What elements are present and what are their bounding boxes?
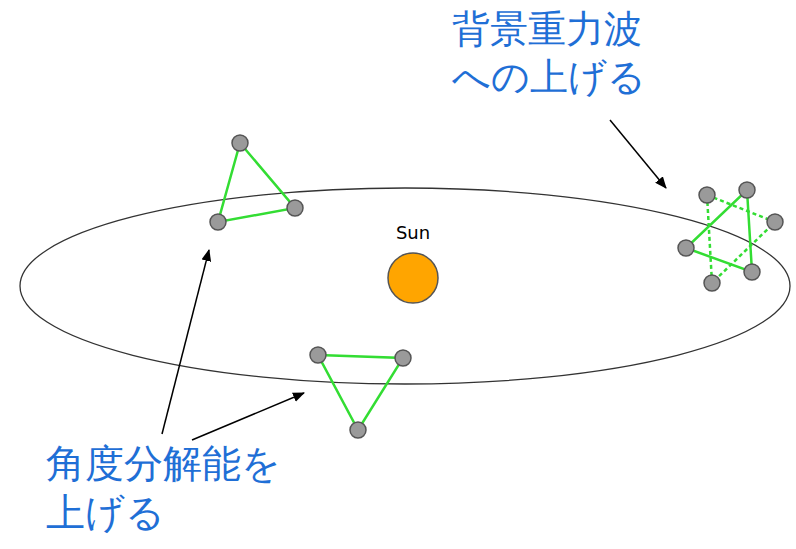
annotation-label: 背景重力波 への上げる (452, 6, 665, 101)
leader-arrow (162, 120, 666, 440)
sun-node: Sun (373, 222, 453, 306)
spacecraft-hexagram (686, 190, 775, 283)
sun-circle (385, 250, 441, 306)
orbit-ellipse (20, 188, 790, 384)
sun-label: Sun (373, 222, 453, 244)
annotation-label: 角度分解能を 上げる (46, 440, 303, 538)
spacecraft-dot (210, 135, 783, 438)
spacecraft-triangle (218, 143, 403, 430)
